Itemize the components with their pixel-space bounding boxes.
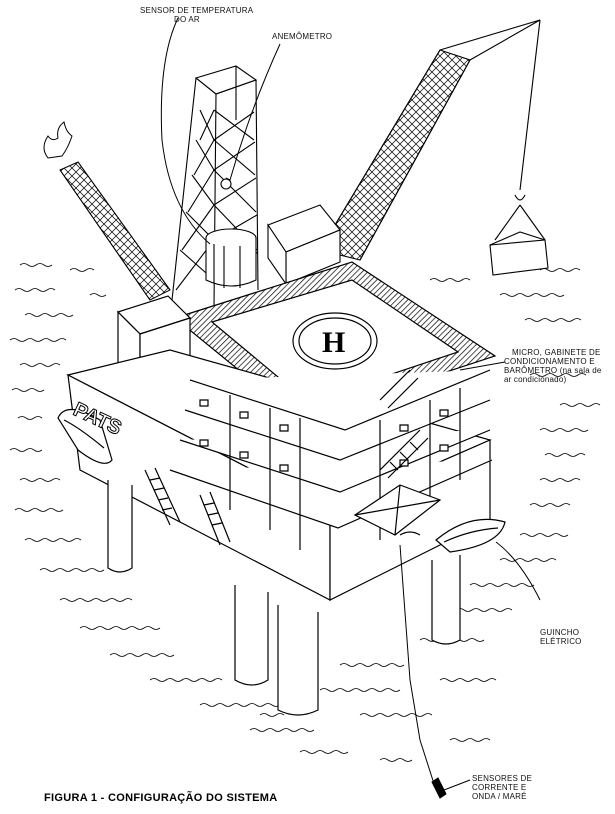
label-line: ANEMÔMETRO — [272, 32, 333, 41]
label-line: CONDICIONAMENTO E — [504, 357, 595, 366]
label-line: ar condicionado) — [504, 375, 567, 384]
air-temperature-sensor-housing — [205, 228, 257, 288]
label-line: BARÔMETRO (na sala de — [504, 366, 602, 375]
label-line: CORRENTE E — [472, 783, 527, 792]
label-micro-cabinet-barometer: MICRO, GABINETE DE CONDICIONAMENTO E BAR… — [504, 348, 602, 384]
lifeboat-right — [435, 518, 506, 553]
platform-decks — [66, 349, 493, 601]
crane — [267, 19, 549, 286]
winch-cable — [399, 544, 447, 799]
label-line: SENSORES DE — [472, 774, 532, 783]
label-anemometer: ANEMÔMETRO — [272, 32, 332, 41]
label-line: ELÉTRICO — [540, 637, 582, 646]
label-current-wave-sensors: SENSORES DE CORRENTE E ONDA / MARÉ — [472, 774, 532, 801]
label-line: MICRO, GABINETE DE — [512, 348, 601, 357]
flare-boom — [43, 121, 171, 301]
label-line: SENSOR DE TEMPERATURA — [140, 6, 254, 15]
label-air-temperature-sensor: SENSOR DE TEMPERATURA DO AR — [140, 6, 253, 24]
lifeboat-left — [57, 408, 113, 464]
figure-caption: FIGURA 1 - CONFIGURAÇÃO DO SISTEMA — [44, 792, 278, 804]
derrick-tower — [171, 65, 259, 307]
label-line: ONDA / MARÉ — [472, 792, 527, 801]
label-line: DO AR — [174, 15, 200, 24]
label-electric-winch: GUINCHO ELÉTRICO — [540, 628, 582, 646]
platform-legs — [107, 480, 461, 716]
helipad-h-letter: H — [322, 326, 345, 359]
label-line: GUINCHO — [540, 628, 580, 637]
leader-lines — [160, 17, 541, 791]
